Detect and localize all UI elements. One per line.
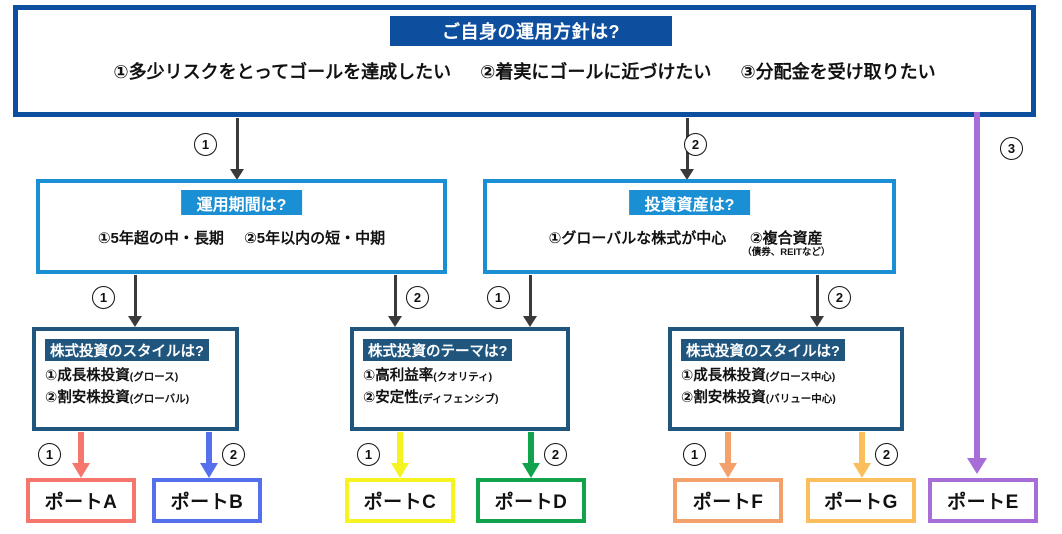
style-left-item-1[interactable]: ①成長株投資(グロース): [45, 366, 189, 388]
branch-label-root-3: 3: [1000, 137, 1023, 160]
root-question-box: ご自身の運用方針は? ①多少リスクをとってゴールを達成したい ②着実にゴールに近…: [13, 5, 1036, 117]
style-left-item-2-main: ②割安株投資: [45, 389, 130, 406]
root-option-2[interactable]: ②着実にゴールに近づけたい: [480, 62, 712, 82]
branch-label-F: 1: [683, 443, 706, 466]
root-option-1[interactable]: ①多少リスクをとってゴールを達成したい: [113, 62, 452, 82]
connector-asset-to-style-2: [809, 275, 825, 327]
branch-label-D: 2: [544, 443, 567, 466]
root-banner: ご自身の運用方針は?: [390, 16, 672, 46]
style-left-items: ①成長株投資(グロース) ②割安株投資(グローバル): [45, 366, 189, 410]
connector-asset-to-style: [522, 275, 538, 327]
theme-item-1-paren: (クオリティ): [433, 371, 493, 383]
style-left-item-1-main: ①成長株投資: [45, 368, 130, 384]
question-box-style-left: 株式投資のスタイルは? ①成長株投資(グロース) ②割安株投資(グローバル): [32, 327, 239, 431]
period-option-1[interactable]: ①5年超の中・長期: [97, 230, 224, 247]
style-right-banner: 株式投資のスタイルは?: [681, 339, 845, 361]
asset-option-1[interactable]: ①グローバルな株式が中心: [548, 230, 727, 247]
asset-option-2[interactable]: ②複合資産（債券、REITなど）: [742, 227, 830, 258]
style-right-items: ①成長株投資(グロース中心) ②割安株投資(バリュー中心): [681, 366, 836, 410]
period-option-2[interactable]: ②5年以内の短・中期: [244, 230, 386, 247]
branch-label-G: 2: [875, 443, 898, 466]
branch-label-A: 1: [38, 443, 61, 466]
asset-banner: 投資資産は?: [628, 190, 751, 215]
connector-to-portA: [71, 432, 91, 478]
result-box-portD[interactable]: ポートD: [476, 478, 586, 523]
theme-item-1-main: ①高利益率: [363, 368, 434, 384]
connector-to-portD: [521, 432, 541, 478]
period-options: ①5年超の中・長期 ②5年以内の短・中期: [40, 227, 443, 248]
branch-label-root-1: 1: [194, 133, 217, 156]
question-box-style-right: 株式投資のスタイルは? ①成長株投資(グロース中心) ②割安株投資(バリュー中心…: [668, 327, 904, 431]
period-banner: 運用期間は?: [180, 190, 303, 215]
style-right-item-1-main: ①成長株投資: [681, 368, 766, 384]
asset-option-2-main: ②複合資産: [749, 230, 823, 247]
style-right-item-1[interactable]: ①成長株投資(グロース中心): [681, 366, 836, 388]
connector-to-portC: [390, 432, 410, 478]
root-options: ①多少リスクをとってゴールを達成したい ②着実にゴールに近づけたい ③分配金を受…: [18, 58, 1031, 84]
result-box-portF[interactable]: ポートF: [673, 478, 783, 523]
connector-to-portB: [199, 432, 219, 478]
result-label-portC: ポートC: [363, 492, 437, 513]
style-right-item-2[interactable]: ②割安株投資(バリュー中心): [681, 388, 836, 410]
question-box-asset: 投資資産は? ①グローバルな株式が中心 ②複合資産（債券、REITなど）: [483, 179, 896, 274]
style-left-item-2-paren: (グローバル): [129, 392, 190, 405]
result-label-portG: ポートG: [824, 492, 898, 513]
connector-to-portF: [718, 432, 738, 478]
theme-item-2-main: ②安定性: [363, 389, 419, 406]
branch-label-asset-1: 1: [487, 286, 510, 309]
result-label-portA: ポートA: [44, 492, 118, 513]
branch-label-root-2: 2: [684, 133, 707, 156]
result-label-portD: ポートD: [494, 492, 568, 513]
result-box-portC[interactable]: ポートC: [345, 478, 455, 523]
asset-option-2-sub: （債券、REITなど）: [742, 247, 831, 258]
theme-item-1[interactable]: ①高利益率(クオリティ): [363, 366, 499, 388]
style-left-item-2[interactable]: ②割安株投資(グローバル): [45, 388, 189, 410]
branch-label-period-1: 1: [92, 286, 115, 309]
branch-label-B: 2: [222, 443, 245, 466]
style-right-item-1-paren: (グロース中心): [765, 371, 836, 383]
connector-period-to-style: [127, 275, 143, 327]
result-box-portB[interactable]: ポートB: [152, 478, 262, 523]
style-right-item-2-paren: (バリュー中心): [765, 392, 836, 405]
connector-root-to-period: [229, 118, 245, 180]
theme-items: ①高利益率(クオリティ) ②安定性(ディフェンシブ): [363, 366, 499, 410]
style-left-item-1-paren: (グロース): [129, 371, 179, 383]
root-option-3[interactable]: ③分配金を受け取りたい: [740, 62, 936, 82]
result-label-portB: ポートB: [170, 492, 244, 513]
asset-options: ①グローバルな株式が中心 ②複合資産（債券、REITなど）: [487, 227, 892, 258]
question-box-period: 運用期間は? ①5年超の中・長期 ②5年以内の短・中期: [36, 179, 447, 274]
question-box-theme: 株式投資のテーマは? ①高利益率(クオリティ) ②安定性(ディフェンシブ): [350, 327, 570, 431]
result-label-portE: ポートE: [947, 492, 1019, 513]
theme-item-2-paren: (ディフェンシブ): [418, 392, 499, 405]
branch-label-C: 1: [357, 443, 380, 466]
connector-to-portG: [852, 432, 872, 478]
result-box-portA[interactable]: ポートA: [26, 478, 136, 523]
theme-banner: 株式投資のテーマは?: [363, 339, 513, 361]
style-left-banner: 株式投資のスタイルは?: [45, 339, 209, 361]
result-box-portE[interactable]: ポートE: [928, 478, 1038, 523]
result-box-portG[interactable]: ポートG: [806, 478, 916, 523]
connector-root-to-portE: [967, 112, 987, 474]
connector-period-to-theme: [387, 275, 403, 327]
branch-label-asset-2: 2: [828, 286, 851, 309]
style-right-item-2-main: ②割安株投資: [681, 389, 766, 406]
result-label-portF: ポートF: [692, 492, 764, 513]
theme-item-2[interactable]: ②安定性(ディフェンシブ): [363, 388, 499, 410]
branch-label-period-2: 2: [406, 286, 429, 309]
